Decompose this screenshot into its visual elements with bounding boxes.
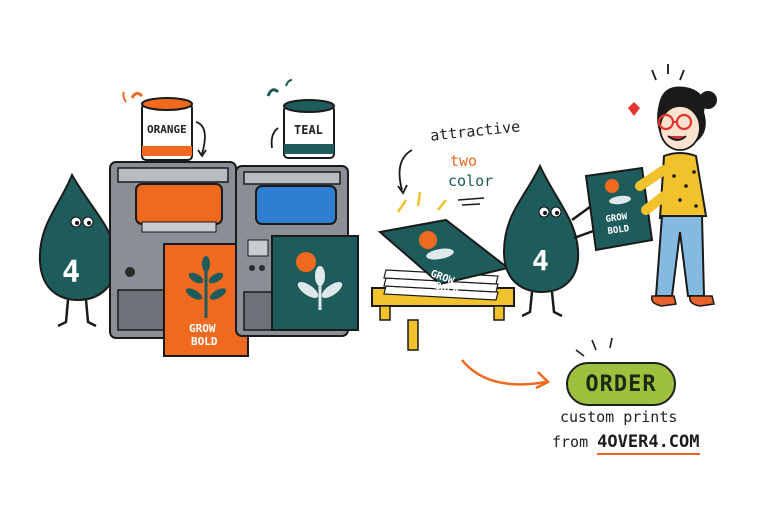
cta-line2-prefix: from bbox=[552, 433, 598, 451]
handoff-poster-line2: BOLD bbox=[607, 224, 630, 237]
poster-orange-line2: BOLD bbox=[191, 335, 218, 348]
handoff-poster-line1: GROW bbox=[605, 212, 628, 225]
mascot-right: 4 bbox=[502, 163, 597, 318]
paint-can-orange: ORANGE bbox=[122, 91, 207, 161]
can-orange-label: ORANGE bbox=[147, 123, 187, 136]
callout-line3: color bbox=[448, 172, 494, 190]
paint-can-teal: TEAL bbox=[266, 79, 335, 159]
mascot-right-number: 4 bbox=[532, 244, 549, 277]
poster-handoff: GROW BOLD bbox=[584, 166, 654, 252]
mascot-left-number: 4 bbox=[62, 255, 80, 290]
order-arrow bbox=[461, 337, 613, 390]
poster-stack: GROW BOLD bbox=[371, 191, 515, 351]
cta-line2: from 4OVER4.COM bbox=[552, 432, 700, 455]
site-link[interactable]: 4OVER4.COM bbox=[597, 432, 700, 455]
poster-orange-line1: GROW bbox=[189, 322, 216, 335]
cta-line1: custom prints bbox=[560, 408, 678, 426]
customer-character bbox=[628, 64, 717, 307]
order-button[interactable]: ORDER bbox=[566, 362, 676, 406]
callout-line2: two bbox=[450, 152, 478, 170]
can-teal-label: TEAL bbox=[294, 123, 323, 137]
poster-orange: GROW BOLD bbox=[163, 243, 249, 357]
poster-teal bbox=[271, 235, 359, 331]
callout-arrow bbox=[397, 149, 485, 206]
